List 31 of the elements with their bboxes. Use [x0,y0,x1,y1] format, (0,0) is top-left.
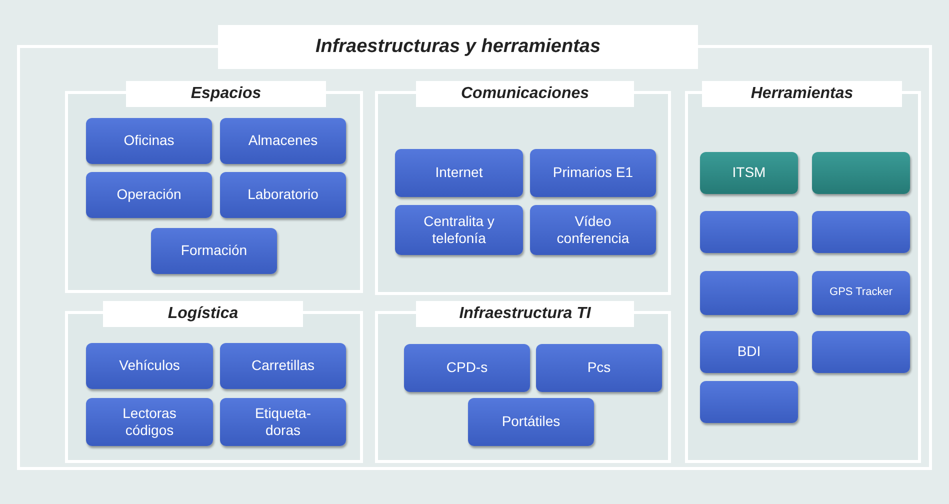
item-box: Operación [86,172,212,218]
item-box: Oficinas [86,118,212,164]
item-box: Vídeo conferencia [530,205,656,255]
section-heading: Logística [103,301,303,327]
item-box: Almacenes [220,118,346,164]
item-box: Centralita y telefonía [395,205,523,255]
item-box: Primarios E1 [530,149,656,197]
item-box: GPS Tracker [812,271,910,315]
section-heading: Infraestructuras y herramientas [218,25,698,69]
section-heading: Infraestructura TI [416,301,634,327]
item-box: Vehículos [86,343,213,389]
item-box: Internet [395,149,523,197]
item-box: CPD-s [404,344,530,392]
section-heading: Comunicaciones [416,81,634,107]
blank-button-box [812,211,910,253]
blank-button-box [700,381,798,423]
blank-button-box [700,271,798,315]
item-box: Carretillas [220,343,346,389]
item-box: Lectoras códigos [86,398,213,446]
blank-button-box [812,331,910,373]
blank-button-box [700,211,798,253]
item-box: ITSM [700,152,798,194]
section-heading: Herramientas [702,81,902,107]
item-box: Pcs [536,344,662,392]
item-box: Portátiles [468,398,594,446]
section-heading: Espacios [126,81,326,107]
item-box: BDI [700,331,798,373]
item-box: Laboratorio [220,172,346,218]
item-box: Etiqueta- doras [220,398,346,446]
blank-button-box [812,152,910,194]
item-box: Formación [151,228,277,274]
